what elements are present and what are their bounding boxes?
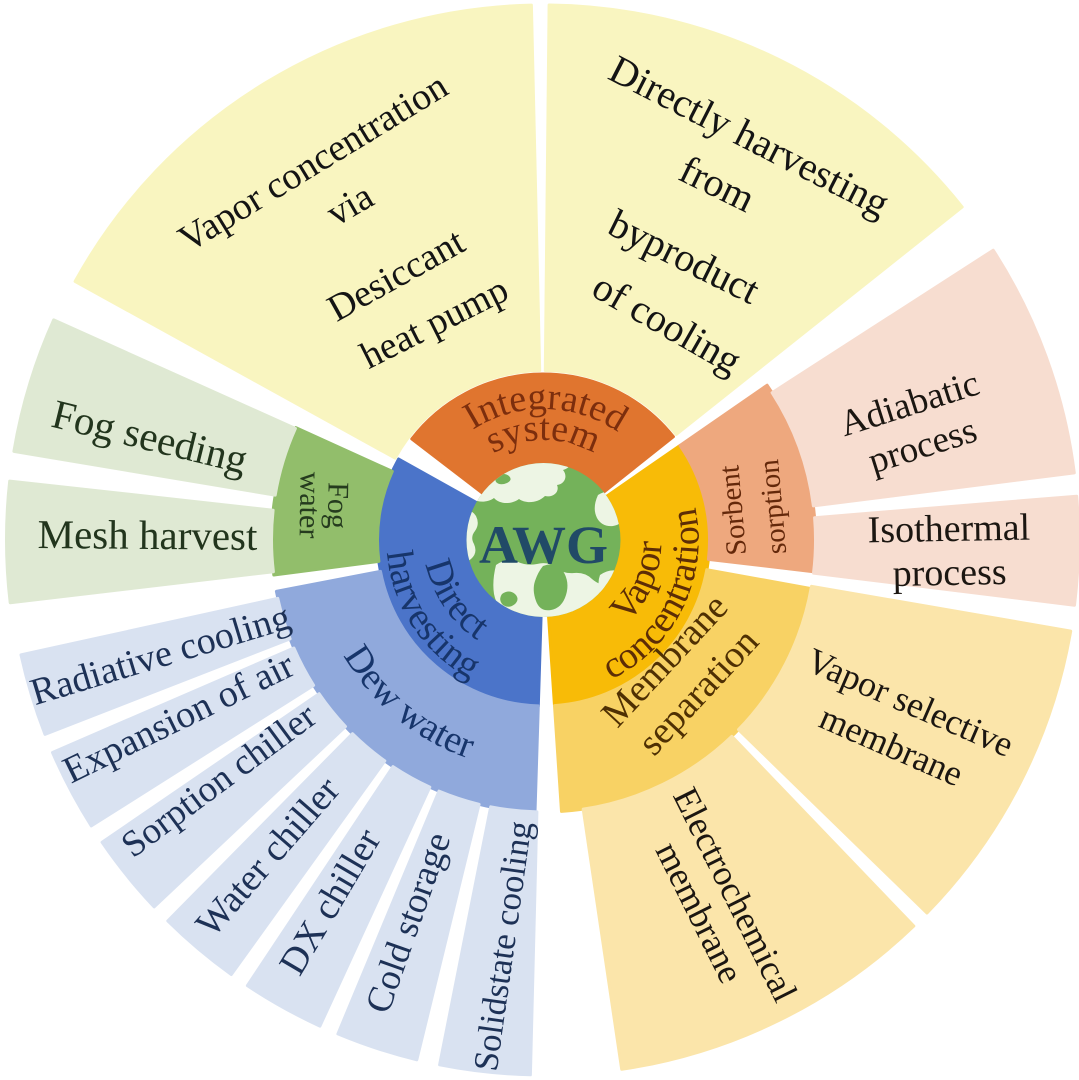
svg-text:process: process xyxy=(892,551,1007,595)
svg-text:Mesh harvest: Mesh harvest xyxy=(37,511,258,559)
svg-text:AWG: AWG xyxy=(479,515,608,575)
svg-text:Sorbent: Sorbent xyxy=(713,464,753,557)
svg-text:water: water xyxy=(293,471,327,538)
svg-text:Isothermal: Isothermal xyxy=(867,507,1030,552)
svg-text:Fog: Fog xyxy=(321,482,355,529)
